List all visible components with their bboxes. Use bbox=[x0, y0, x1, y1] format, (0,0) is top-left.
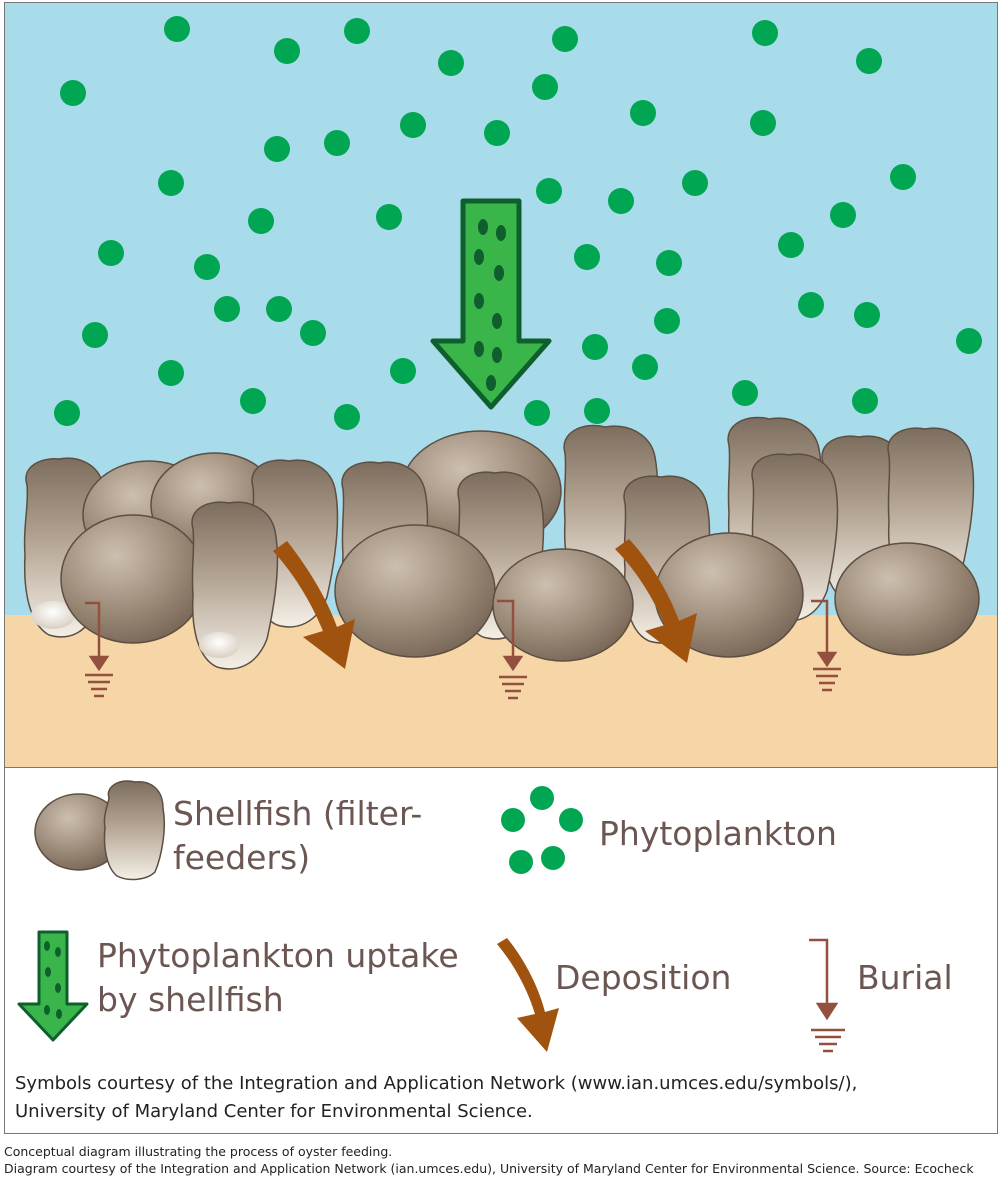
phytoplankton-dot bbox=[798, 292, 824, 318]
phytoplankton-dot bbox=[682, 170, 708, 196]
phytoplankton-dot bbox=[778, 232, 804, 258]
phytoplankton-dot bbox=[536, 178, 562, 204]
burial-arrow-icon bbox=[809, 938, 845, 1053]
phytoplankton-dot bbox=[524, 400, 550, 426]
clam-icon bbox=[60, 514, 206, 644]
phytoplankton-dot bbox=[376, 204, 402, 230]
legend-label-deposition: Deposition bbox=[555, 958, 732, 997]
phytoplankton-dot bbox=[300, 320, 326, 346]
phytoplankton-dot bbox=[400, 112, 426, 138]
phytoplankton-dot bbox=[274, 38, 300, 64]
phytoplankton-dot bbox=[60, 80, 86, 106]
phytoplankton-dot bbox=[344, 18, 370, 44]
burial-arrow bbox=[811, 599, 841, 692]
phytoplankton-dot bbox=[324, 130, 350, 156]
phytoplankton-dot bbox=[750, 110, 776, 136]
phytoplankton-dot bbox=[214, 296, 240, 322]
diagram-frame: Shellfish (filter- feeders) Phytoplankto… bbox=[4, 2, 998, 1134]
phytoplankton-dot bbox=[584, 398, 610, 424]
phytoplankton-dot bbox=[890, 164, 916, 190]
phytoplankton-dot bbox=[264, 136, 290, 162]
uptake-arrow bbox=[430, 198, 552, 410]
phytoplankton-dot bbox=[608, 188, 634, 214]
green-down-arrow-icon bbox=[17, 930, 89, 1042]
phytoplankton-dot bbox=[956, 328, 982, 354]
legend-label-uptake: Phytoplankton uptake by shellfish bbox=[97, 936, 459, 1019]
phytoplankton-dot bbox=[632, 354, 658, 380]
shellfish-front-row bbox=[60, 501, 980, 670]
phytoplankton-dot bbox=[574, 244, 600, 270]
burial-arrow bbox=[497, 599, 527, 700]
phytoplankton-dot bbox=[830, 202, 856, 228]
phytoplankton-dot bbox=[438, 50, 464, 76]
phytoplankton-dot bbox=[552, 26, 578, 52]
phytoplankton-dot bbox=[654, 308, 680, 334]
legend-label-burial: Burial bbox=[857, 958, 953, 997]
legend-icons bbox=[17, 780, 845, 1053]
curved-brown-arrow-icon bbox=[497, 938, 559, 1052]
legend-label-shellfish: Shellfish (filter- feeders) bbox=[173, 794, 423, 877]
phytoplankton-dot bbox=[248, 208, 274, 234]
phytoplankton-dot bbox=[240, 388, 266, 414]
oyster-shell-icon bbox=[34, 780, 166, 881]
clam-icon bbox=[492, 548, 634, 662]
phytoplankton-dot bbox=[390, 358, 416, 384]
burial-arrow bbox=[85, 601, 113, 698]
caption-source-line: Diagram courtesy of the Integration and … bbox=[4, 1161, 974, 1176]
phytoplankton-dot bbox=[852, 388, 878, 414]
deposition-arrow bbox=[615, 539, 697, 663]
deposition-arrow bbox=[273, 541, 355, 669]
phytoplankton-dot bbox=[656, 250, 682, 276]
phytoplankton-dot bbox=[158, 360, 184, 386]
phytoplankton-dot bbox=[194, 254, 220, 280]
oyster-feeding-scene bbox=[5, 3, 997, 767]
phytoplankton-cloud bbox=[54, 16, 982, 430]
phytoplankton-dot bbox=[266, 296, 292, 322]
phytoplankton-dot bbox=[630, 100, 656, 126]
caption-line: Conceptual diagram illustrating the proc… bbox=[4, 1144, 393, 1159]
phytoplankton-dot bbox=[532, 74, 558, 100]
phytoplankton-dot bbox=[334, 404, 360, 430]
phytoplankton-dot bbox=[582, 334, 608, 360]
phytoplankton-dot bbox=[98, 240, 124, 266]
phytoplankton-dot bbox=[856, 48, 882, 74]
clam-icon bbox=[834, 542, 980, 656]
figure-caption: Conceptual diagram illustrating the proc… bbox=[4, 1143, 974, 1177]
symbols-credit: Symbols courtesy of the Integration and … bbox=[15, 1073, 858, 1122]
legend-label-phytoplankton: Phytoplankton bbox=[599, 814, 837, 853]
phytoplankton-dot bbox=[732, 380, 758, 406]
phytoplankton-dot bbox=[854, 302, 880, 328]
clam-icon bbox=[334, 524, 496, 658]
phytoplankton-dot bbox=[54, 400, 80, 426]
legend-panel: Shellfish (filter- feeders) Phytoplankto… bbox=[5, 767, 997, 1133]
phytoplankton-dot bbox=[82, 322, 108, 348]
phytoplankton-dot-icon bbox=[501, 786, 583, 874]
phytoplankton-dot bbox=[158, 170, 184, 196]
oyster-icon bbox=[191, 501, 279, 670]
phytoplankton-dot bbox=[752, 20, 778, 46]
phytoplankton-dot bbox=[484, 120, 510, 146]
phytoplankton-dot bbox=[164, 16, 190, 42]
